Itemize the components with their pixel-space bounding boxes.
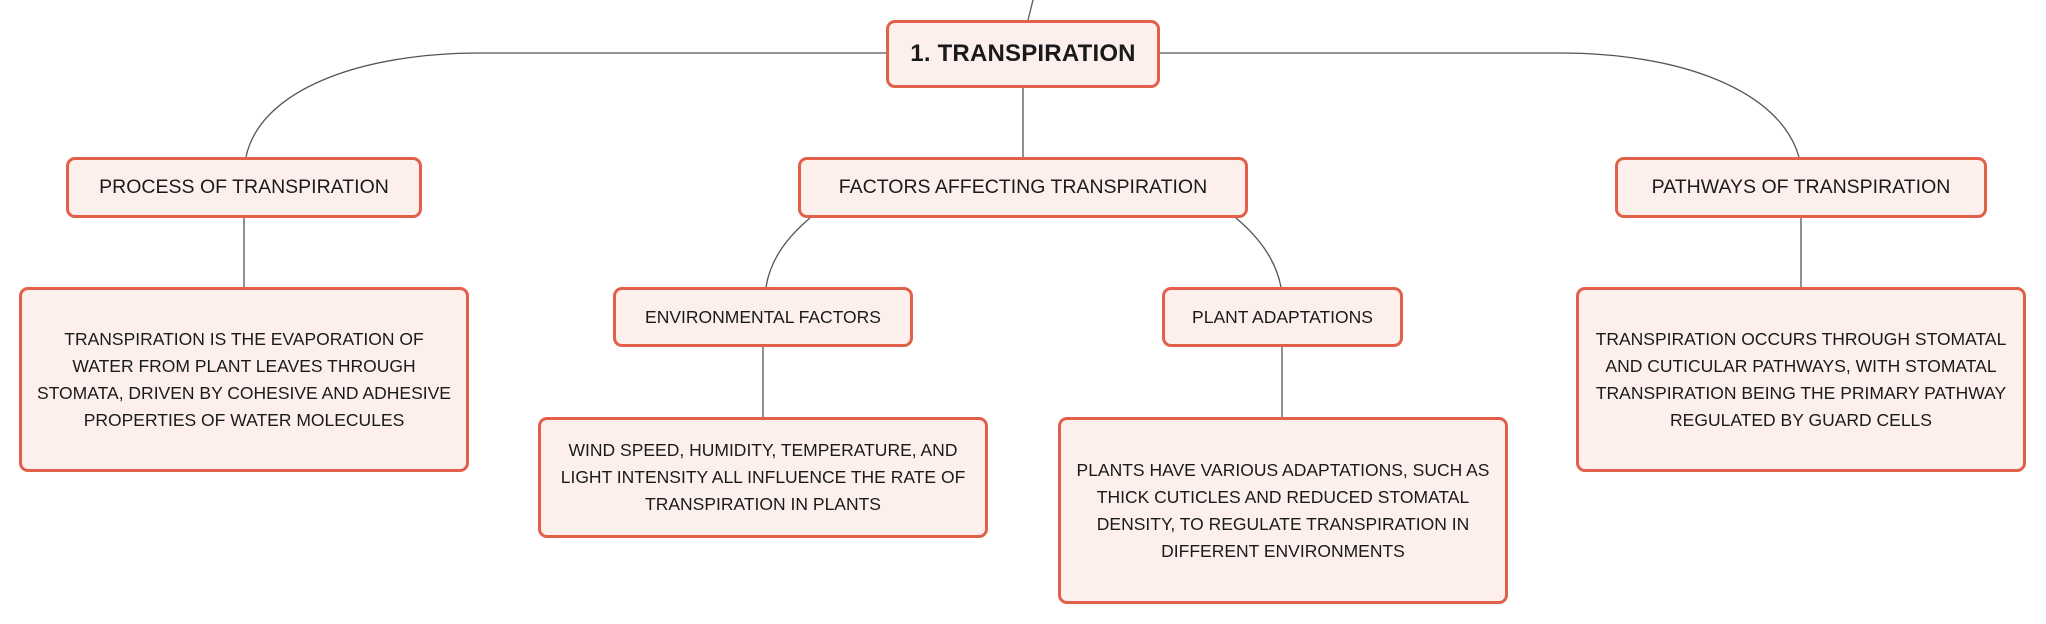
root-label: 1. TRANSPIRATION bbox=[910, 40, 1136, 67]
connector-factors-to-adaptations bbox=[1235, 217, 1282, 288]
process-label: PROCESS OF TRANSPIRATION bbox=[99, 176, 389, 198]
environmental-detail-text: WIND SPEED, HUMIDITY, TEMPERATURE, AND L… bbox=[560, 440, 966, 514]
factors-label: FACTORS AFFECTING TRANSPIRATION bbox=[838, 176, 1208, 198]
process-node[interactable]: PROCESS OF TRANSPIRATION bbox=[66, 157, 422, 218]
connector-root-to-pathways bbox=[1160, 52, 1800, 158]
process-detail-text: TRANSPIRATION IS THE EVAPORATION OF WATE… bbox=[37, 328, 451, 430]
environmental-label: ENVIRONMENTAL FACTORS bbox=[645, 306, 881, 327]
connector-root-to-process bbox=[245, 52, 886, 158]
pathways-node[interactable]: PATHWAYS OF TRANSPIRATION bbox=[1615, 157, 1987, 218]
connector-factors-to-environmental bbox=[765, 217, 811, 288]
adaptations-detail-text: PLANTS HAVE VARIOUS ADAPTATIONS, SUCH AS… bbox=[1076, 459, 1490, 561]
adaptations-label: PLANT ADAPTATIONS bbox=[1192, 306, 1373, 327]
factors-node[interactable]: FACTORS AFFECTING TRANSPIRATION bbox=[798, 157, 1248, 218]
environmental-detail-node[interactable]: WIND SPEED, HUMIDITY, TEMPERATURE, AND L… bbox=[538, 417, 988, 538]
environmental-node[interactable]: ENVIRONMENTAL FACTORS bbox=[613, 287, 913, 347]
process-detail-node[interactable]: TRANSPIRATION IS THE EVAPORATION OF WATE… bbox=[19, 287, 469, 472]
connector-parent-to-root bbox=[1027, 0, 1034, 21]
pathways-label: PATHWAYS OF TRANSPIRATION bbox=[1651, 176, 1951, 198]
root-node[interactable]: 1. TRANSPIRATION bbox=[886, 20, 1160, 88]
pathways-detail-node[interactable]: TRANSPIRATION OCCURS THROUGH STOMATAL AN… bbox=[1576, 287, 2026, 472]
adaptations-detail-node[interactable]: PLANTS HAVE VARIOUS ADAPTATIONS, SUCH AS… bbox=[1058, 417, 1508, 604]
pathways-detail-text: TRANSPIRATION OCCURS THROUGH STOMATAL AN… bbox=[1595, 328, 2007, 430]
adaptations-node[interactable]: PLANT ADAPTATIONS bbox=[1162, 287, 1403, 347]
